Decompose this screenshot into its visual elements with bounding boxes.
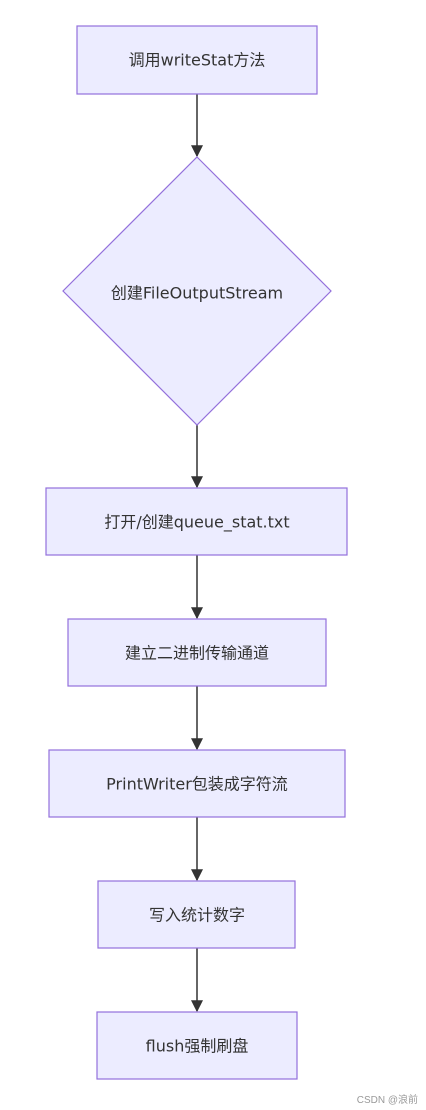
node-call-writestat-label: 调用writeStat方法 [129, 51, 266, 70]
node-call-writestat: 调用writeStat方法 [76, 25, 318, 95]
node-create-fileoutputstream-label: 创建FileOutputStream [111, 284, 283, 303]
watermark: CSDN @浪前 [356, 1095, 418, 1106]
node-write-stats-label: 写入统计数字 [149, 906, 245, 925]
node-write-stats: 写入统计数字 [97, 880, 296, 949]
node-flush: flush强制刷盘 [96, 1011, 298, 1080]
node-open-create-file-label: 打开/创建queue_stat.txt [104, 513, 289, 533]
node-printwriter-wrap-label: PrintWriter包装成字符流 [106, 775, 288, 794]
node-binary-channel-label: 建立二进制传输通道 [125, 644, 269, 663]
node-printwriter-wrap: PrintWriter包装成字符流 [48, 749, 346, 818]
node-flush-label: flush强制刷盘 [146, 1037, 249, 1056]
node-open-create-file: 打开/创建queue_stat.txt [45, 487, 348, 556]
node-create-fileoutputstream: 创建FileOutputStream [62, 156, 332, 426]
node-binary-channel: 建立二进制传输通道 [67, 618, 327, 687]
